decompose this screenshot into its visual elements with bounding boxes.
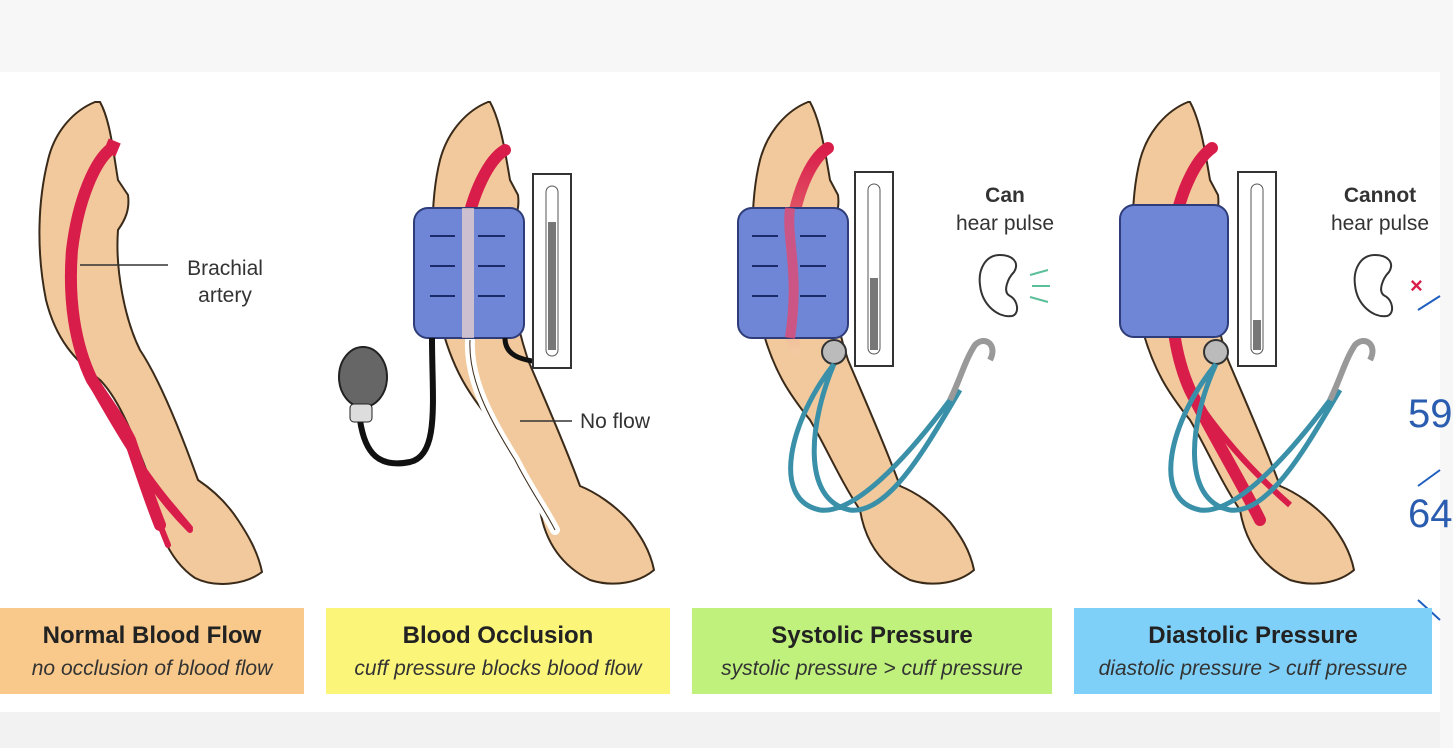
caption-subtitle: cuff pressure blocks blood flow (354, 657, 642, 680)
cannot-label: Cannot (1343, 184, 1417, 207)
arm-normal (38, 101, 264, 585)
can-label: Can (985, 184, 1025, 207)
diagram-canvas: Brachial artery No flow Can hear pulse C… (0, 72, 1453, 712)
arm-occlusion (338, 101, 656, 585)
caption-title: Blood Occlusion (402, 622, 594, 649)
can-hear-pulse-label: hear pulse (955, 212, 1055, 235)
no-pulse-mark: × (1410, 273, 1423, 298)
caption-title: Diastolic Pressure (1148, 622, 1358, 649)
diagram-illustration (38, 101, 1441, 621)
caption-title: Normal Blood Flow (42, 622, 262, 649)
bottom-strip (0, 712, 1440, 748)
caption-subtitle: no occlusion of blood flow (31, 657, 273, 680)
caption-title: Systolic Pressure (771, 622, 973, 649)
caption-systolic: Systolic Pressure systolic pressure > cu… (692, 608, 1052, 694)
caption-diastolic: Diastolic Pressure diastolic pressure > … (1074, 608, 1432, 694)
caption-normal: Normal Blood Flow no occlusion of blood … (0, 608, 304, 694)
arm-diastolic (1119, 101, 1441, 621)
caption-subtitle: systolic pressure > cuff pressure (721, 657, 1023, 680)
caption-occlusion: Blood Occlusion cuff pressure blocks blo… (326, 608, 670, 694)
no-flow-label: No flow (580, 410, 651, 433)
side-number-2: 64 (1408, 492, 1453, 536)
cannot-hear-pulse-label: hear pulse (1330, 212, 1430, 235)
brachial-artery-label: Brachial artery (187, 257, 263, 307)
caption-subtitle: diastolic pressure > cuff pressure (1098, 657, 1408, 680)
arm-systolic (737, 101, 1050, 585)
side-number-1: 59 (1408, 392, 1453, 436)
